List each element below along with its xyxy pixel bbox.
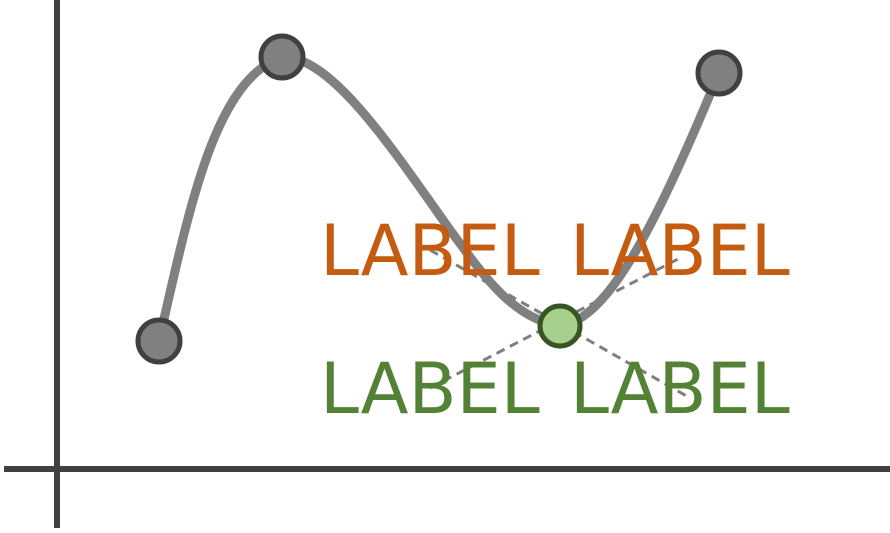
point-4: [695, 49, 743, 97]
label-bottom-right: LABEL: [570, 348, 790, 430]
label-bottom-left: LABEL: [320, 348, 540, 430]
guide-line-descending: [429, 248, 691, 400]
label-top-right: LABEL: [570, 210, 790, 292]
point-2: [258, 33, 306, 81]
label-top-left: LABEL: [320, 210, 540, 292]
point-1: [135, 317, 183, 365]
highlighted-point: [537, 303, 583, 349]
curve: [154, 52, 724, 346]
